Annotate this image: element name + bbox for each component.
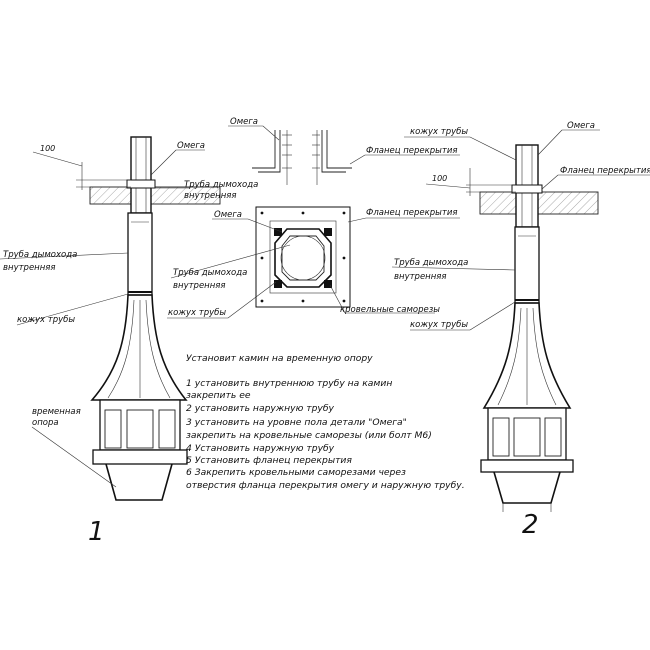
- ceiling-flange-plate: [255, 206, 351, 308]
- label-casing-center: кожух трубы: [168, 308, 226, 318]
- firebox-left: [99, 399, 181, 451]
- omega-detail-side: Омега Фланец перекрытия: [228, 117, 460, 185]
- label-casing-top-right: кожух трубы: [410, 127, 468, 137]
- label-omega-left: Омега: [177, 141, 205, 151]
- inner-pipe-right: [514, 226, 540, 304]
- omega-octagon: [274, 228, 332, 288]
- instruction-step: 6 Закрепить кровельными саморезами через: [186, 467, 406, 478]
- label-casing-right: кожух трубы: [410, 320, 468, 330]
- instruction-step: 5 Установить фланец перекрытия: [186, 455, 352, 466]
- label-flange-plan: Фланец перекрытия: [366, 208, 457, 218]
- label-support-2: опора: [32, 418, 59, 428]
- figure-2: 100 кожух трубы Омега Фланец перекрытия …: [391, 121, 650, 540]
- label-flue-center-1: Труба дымохода: [173, 268, 247, 278]
- label-flue-left-2: внутренняя: [184, 191, 237, 201]
- label-flue-right-1: Труба дымохода: [394, 258, 468, 268]
- label-omega-right: Омега: [567, 121, 595, 131]
- hood-left: [90, 294, 188, 401]
- temporary-support: [105, 463, 173, 501]
- base-plate-right: [480, 459, 574, 473]
- instruction-step: отверстия фланца перекрытия омегу и нару…: [186, 480, 465, 491]
- figure-1: 100 Омега Труба дымохода внутренняя Труб…: [0, 136, 258, 547]
- label-omega-top: Омега: [230, 117, 258, 127]
- label-flange-right: Фланец перекрытия: [560, 166, 650, 176]
- base-plate-left: [92, 449, 188, 465]
- instruction-step: 3 установить на уровне пола детали "Омег…: [186, 417, 407, 428]
- label-inner-pipe-left-2: внутренняя: [3, 263, 56, 273]
- label-roof-screws: кровельные саморезы: [340, 305, 440, 315]
- label-support-1: временная: [32, 407, 81, 417]
- instructions-block: Установит камин на временную опору 1 уст…: [186, 353, 465, 491]
- outer-pipe-top-left: [130, 136, 152, 214]
- figure-number-1: 1: [88, 517, 105, 547]
- label-inner-pipe-left-1: Труба дымохода: [3, 250, 77, 260]
- label-flange-top: Фланец перекрытия: [366, 146, 457, 156]
- dim-100-right: 100: [432, 174, 447, 183]
- label-flue-left-1: Труба дымохода: [184, 180, 258, 190]
- instruction-step: 2 установить наружную трубу: [186, 403, 335, 414]
- ceiling-slab-right: [479, 191, 599, 215]
- flange-plan-view: Омега Фланец перекрытия Труба дымохода в…: [167, 206, 460, 319]
- inner-pipe-left: [127, 212, 153, 296]
- label-omega-plan: Омега: [214, 210, 242, 220]
- instruction-step: закрепить на кровельные саморезы (или бо…: [186, 430, 432, 441]
- label-casing-left: кожух трубы: [17, 315, 75, 325]
- instruction-step: закрепить ее: [186, 390, 251, 401]
- label-flue-right-2: внутренняя: [394, 272, 447, 282]
- figure-number-2: 2: [522, 510, 539, 540]
- dim-100-left: 100: [40, 144, 55, 153]
- hood-right: [482, 302, 572, 409]
- label-flue-center-2: внутренняя: [173, 281, 226, 291]
- instruction-step: 1 установить внутреннюю трубу на камин: [186, 378, 392, 389]
- firebox-right: [487, 407, 567, 461]
- instructions-title: Установит камин на временную опору: [186, 353, 373, 364]
- instruction-step: 4 Установить наружную трубу: [186, 443, 335, 454]
